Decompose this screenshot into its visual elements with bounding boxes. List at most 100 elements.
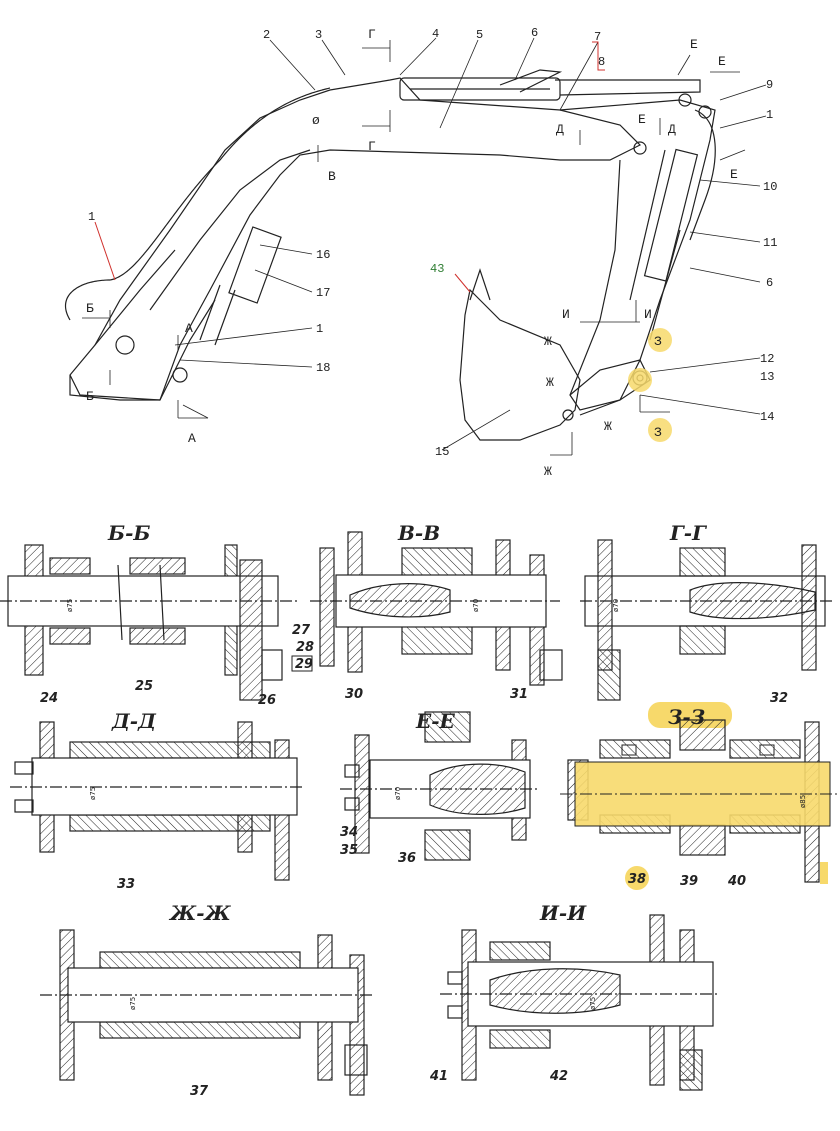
part-34: 34	[340, 825, 358, 840]
section-g-g: Г-Г ø70 32	[580, 521, 835, 706]
section-title-d-d: Д-Д	[111, 709, 157, 733]
callout-1-right: 1	[766, 108, 773, 122]
part-35: 35	[340, 843, 358, 858]
callout-10: 10	[763, 180, 777, 194]
mark-a-bottom: А	[188, 431, 196, 446]
part-28: 28	[296, 640, 314, 655]
mark-z-bottom: З	[654, 425, 662, 440]
part-38-highlight	[625, 866, 649, 890]
mark-i-right: И	[644, 307, 652, 322]
callout-2: 2	[263, 28, 270, 42]
section-title-g-g: Г-Г	[669, 521, 707, 545]
callout-9: 9	[766, 78, 773, 92]
callout-8: 8	[598, 55, 605, 69]
callout-1-mid: 1	[316, 322, 323, 336]
highlight-z-mark-bottom	[648, 418, 672, 442]
part-37: 37	[190, 1084, 209, 1099]
mark-a-mid: А	[185, 321, 193, 336]
part-33: 33	[117, 877, 135, 892]
mark-v: В	[328, 169, 336, 184]
mark-zh-2: Ж	[546, 375, 554, 390]
callout-18: 18	[316, 361, 330, 375]
part-25: 25	[135, 679, 153, 694]
part-32: 32	[770, 691, 788, 706]
callout-13: 13	[760, 370, 774, 384]
callout-11: 11	[763, 236, 777, 250]
mark-d-right: Д	[668, 122, 676, 137]
mark-zh-4: Ж	[544, 464, 552, 479]
part-41: 41	[429, 1069, 448, 1084]
callout-14: 14	[760, 410, 774, 424]
callout-numbers: 2 3 4 5 6 7 8 9 1 10 11 6 12 13 14 15 16…	[88, 26, 777, 459]
section-d-d: Д-Д ø75 33	[10, 709, 305, 892]
section-title-v-v: В-В	[397, 521, 440, 545]
dim-z-z: ø85	[799, 795, 807, 808]
boom-lift-cylinder	[228, 226, 282, 304]
bucket-cylinder	[643, 148, 699, 282]
boom-cylinder	[399, 77, 561, 101]
mark-e-right: Е	[730, 167, 738, 182]
mark-i-left: И	[562, 307, 570, 322]
mark-e-top2: Е	[718, 54, 726, 69]
boom-assembly-view	[64, 69, 716, 441]
callout-6-top: 6	[531, 26, 538, 40]
section-marks: Г Г Е Е Е Е Д Д В Б Б А А И И Ж Ж Ж Ж З …	[82, 27, 746, 479]
red-leaders	[94, 41, 605, 293]
boom-lower-arm	[94, 249, 216, 401]
mark-d-left: Д	[556, 122, 564, 137]
section-b-b: Б-Б ø75 24 25 26 27 28 29	[0, 521, 314, 708]
bucket-outline	[459, 288, 581, 441]
callout-16: 16	[316, 248, 330, 262]
part-42: 42	[549, 1069, 568, 1084]
highlight-z-mark-top	[648, 328, 672, 352]
dim-i-i: ø75	[589, 997, 597, 1010]
callout-7: 7	[594, 30, 601, 44]
dim-d-d: ø75	[89, 787, 97, 800]
dim-g-g: ø70	[612, 599, 620, 612]
part-36: 36	[398, 851, 416, 866]
part-29: 29	[295, 657, 313, 672]
dim-b-b: ø75	[66, 599, 74, 612]
callout-4: 4	[432, 27, 439, 41]
part-38: 38	[628, 872, 646, 887]
section-zh-zh: Ж-Ж ø75 37	[40, 901, 375, 1099]
callout-12: 12	[760, 352, 774, 366]
section-z-z: З-З ø85 38 39 40	[560, 702, 840, 890]
callout-3: 3	[315, 28, 322, 42]
callout-15: 15	[435, 445, 449, 459]
mark-diameter: ø	[312, 113, 320, 128]
boom-inner-line	[149, 149, 311, 311]
mark-zh-1: Ж	[544, 334, 552, 349]
highlight-pin-13	[628, 368, 652, 392]
section-e-e: Е-Е ø70 34 35 36	[340, 709, 540, 866]
part-40: 40	[727, 874, 746, 889]
mark-b-top: Б	[86, 301, 94, 316]
callout-1-left: 1	[88, 210, 95, 224]
section-title-b-b: Б-Б	[107, 521, 150, 545]
dim-v-v: ø70	[472, 599, 480, 612]
part-26: 26	[258, 693, 276, 708]
hose-line	[64, 87, 331, 321]
mark-b-bottom: Б	[86, 389, 94, 404]
part-39: 39	[680, 874, 698, 889]
dim-e-e: ø70	[394, 787, 402, 800]
mark-g-mid: Г	[368, 139, 376, 154]
mark-z-top: З	[654, 334, 662, 349]
part-31: 31	[510, 687, 528, 702]
section-title-zh-zh: Ж-Ж	[168, 901, 232, 925]
dim-zh-zh: ø75	[129, 997, 137, 1010]
section-v-v: В-В ø70 30 31	[310, 521, 563, 702]
mark-e-top: Е	[690, 37, 698, 52]
section-i-i: И-И ø75 41 42	[429, 901, 720, 1091]
callout-17: 17	[316, 286, 330, 300]
part-24: 24	[40, 691, 58, 706]
mark-e-mid: Е	[638, 112, 646, 127]
callout-43: 43	[430, 262, 444, 276]
section-title-i-i: И-И	[539, 901, 587, 925]
callout-5: 5	[476, 28, 483, 42]
part-30: 30	[345, 687, 363, 702]
callout-6-right: 6	[766, 276, 773, 290]
leader-lines	[174, 37, 767, 451]
mark-zh-3: Ж	[604, 419, 612, 434]
